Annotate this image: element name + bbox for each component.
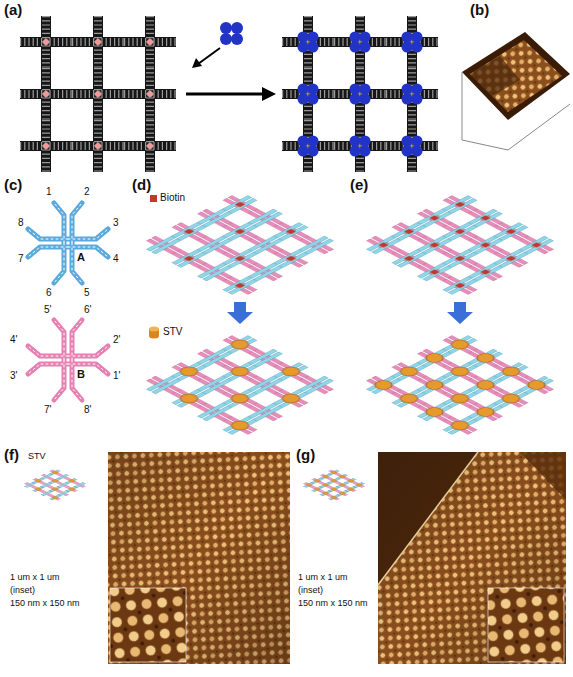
arm-number: 6: [46, 287, 52, 299]
afm-image: [378, 452, 566, 664]
biotin-lattice: [358, 191, 562, 299]
scale-note: (inset): [298, 585, 323, 595]
arm-number: 7': [44, 404, 51, 416]
biotin-lattice: [138, 191, 342, 299]
arm-number: 8': [84, 404, 91, 416]
lattice-icon: [21, 468, 88, 502]
arm-number: 4: [113, 253, 119, 265]
protein-lattice: [282, 16, 438, 172]
legend-text: Biotin: [160, 192, 185, 204]
arm-number: 8: [18, 217, 24, 229]
panel-label: (e): [350, 176, 368, 193]
stv-lattice: [138, 331, 342, 439]
panel-label: (f): [4, 446, 19, 463]
tile-name: A: [77, 251, 85, 264]
arm-number: 1: [46, 186, 52, 198]
panel-label: (a): [4, 1, 22, 18]
scale-note: 1 um x 1 um: [298, 572, 348, 582]
panel-label: (c): [4, 176, 22, 193]
afm-3d-image: [462, 32, 570, 150]
arm-number: 2': [113, 334, 120, 346]
arm-number: 4': [10, 334, 17, 346]
scale-note: 150 nm x 150 nm: [10, 598, 80, 608]
cylinder-symbol: [148, 326, 160, 339]
arm-number: 5': [44, 304, 51, 316]
panel-label: (d): [132, 176, 151, 193]
arm-number: 5: [84, 287, 90, 299]
arm-number: 1': [113, 370, 120, 382]
scale-note: 150 nm x 150 nm: [298, 598, 368, 608]
afm-image: [108, 452, 290, 664]
origami-lattice: [20, 16, 176, 172]
tile-name: B: [77, 368, 85, 381]
legend-swatch: [150, 195, 157, 202]
protein-label: STV: [28, 451, 46, 461]
arm-number: 3': [10, 370, 17, 382]
arm-number: 7: [18, 253, 24, 265]
panel-label: (b): [470, 1, 489, 18]
protein-icon: [192, 22, 243, 68]
panel-label: (g): [296, 446, 315, 463]
scale-note: 1 um x 1 um: [10, 572, 60, 582]
down-arrow: [227, 302, 253, 324]
arm-number: 3: [113, 217, 119, 229]
arm-number: 6': [84, 304, 91, 316]
lattice-icon: [300, 468, 367, 502]
binding-arrow: [186, 87, 276, 101]
tile-a: [28, 203, 108, 283]
scale-note: (inset): [10, 585, 35, 595]
stv-lattice: [358, 331, 562, 439]
arm-number: 2: [84, 186, 90, 198]
down-arrow: [447, 302, 473, 324]
legend-text: STV: [163, 326, 182, 338]
tile-b: [28, 320, 108, 400]
